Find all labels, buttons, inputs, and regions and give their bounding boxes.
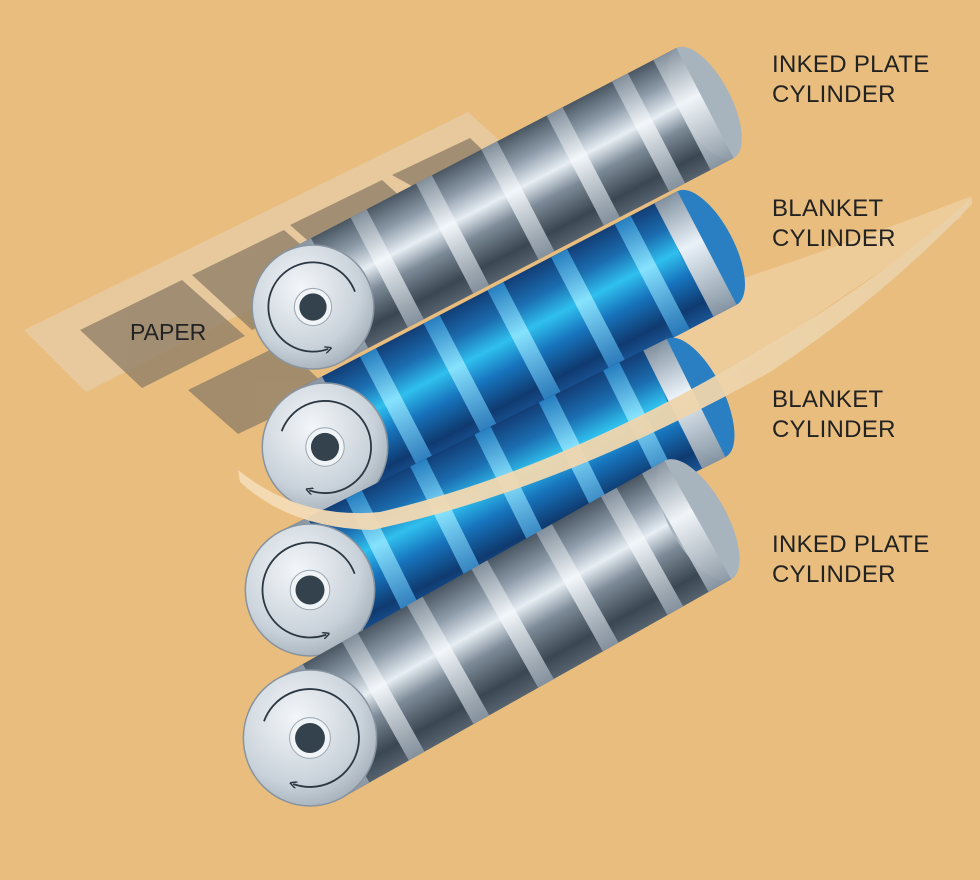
label-line: BLANKET bbox=[772, 386, 884, 413]
label-line: CYLINDER bbox=[772, 225, 896, 252]
axle-hub-icon bbox=[305, 427, 345, 467]
cylinder-top-blanket bbox=[261, 189, 745, 512]
axle-hub-icon bbox=[289, 569, 331, 611]
cylinder-top-plate bbox=[251, 46, 742, 370]
rotation-arrow-icon bbox=[261, 541, 356, 637]
label-line: CYLINDER bbox=[772, 81, 896, 108]
axle-hub-icon bbox=[293, 287, 333, 327]
rotation-arrow-icon bbox=[280, 400, 372, 493]
label-bottom-blanket-cylinder: BLANKET CYLINDER bbox=[772, 385, 896, 445]
label-line: CYLINDER bbox=[772, 416, 896, 443]
cylinder-face bbox=[242, 669, 378, 807]
label-line: BLANKET bbox=[772, 195, 884, 222]
rotation-arrow-icon bbox=[263, 688, 360, 787]
cylinder-bottom-plate bbox=[242, 459, 740, 807]
label-line: INKED PLATE bbox=[772, 531, 930, 558]
label-bottom-inked-plate-cylinder: INKED PLATE CYLINDER bbox=[772, 530, 930, 590]
axle-hub-icon bbox=[289, 717, 331, 759]
cylinder-stack bbox=[242, 46, 745, 807]
label-line: CYLINDER bbox=[772, 561, 896, 588]
cylinder-face bbox=[244, 523, 376, 657]
cylinder-face bbox=[261, 382, 389, 512]
label-top-blanket-cylinder: BLANKET CYLINDER bbox=[772, 194, 896, 254]
rotation-arrow-icon bbox=[267, 261, 356, 351]
label-top-inked-plate-cylinder: INKED PLATE CYLINDER bbox=[772, 50, 930, 110]
cylinder-face bbox=[251, 244, 375, 370]
label-line: INKED PLATE bbox=[772, 51, 930, 78]
paper-label: PAPER bbox=[130, 319, 206, 345]
